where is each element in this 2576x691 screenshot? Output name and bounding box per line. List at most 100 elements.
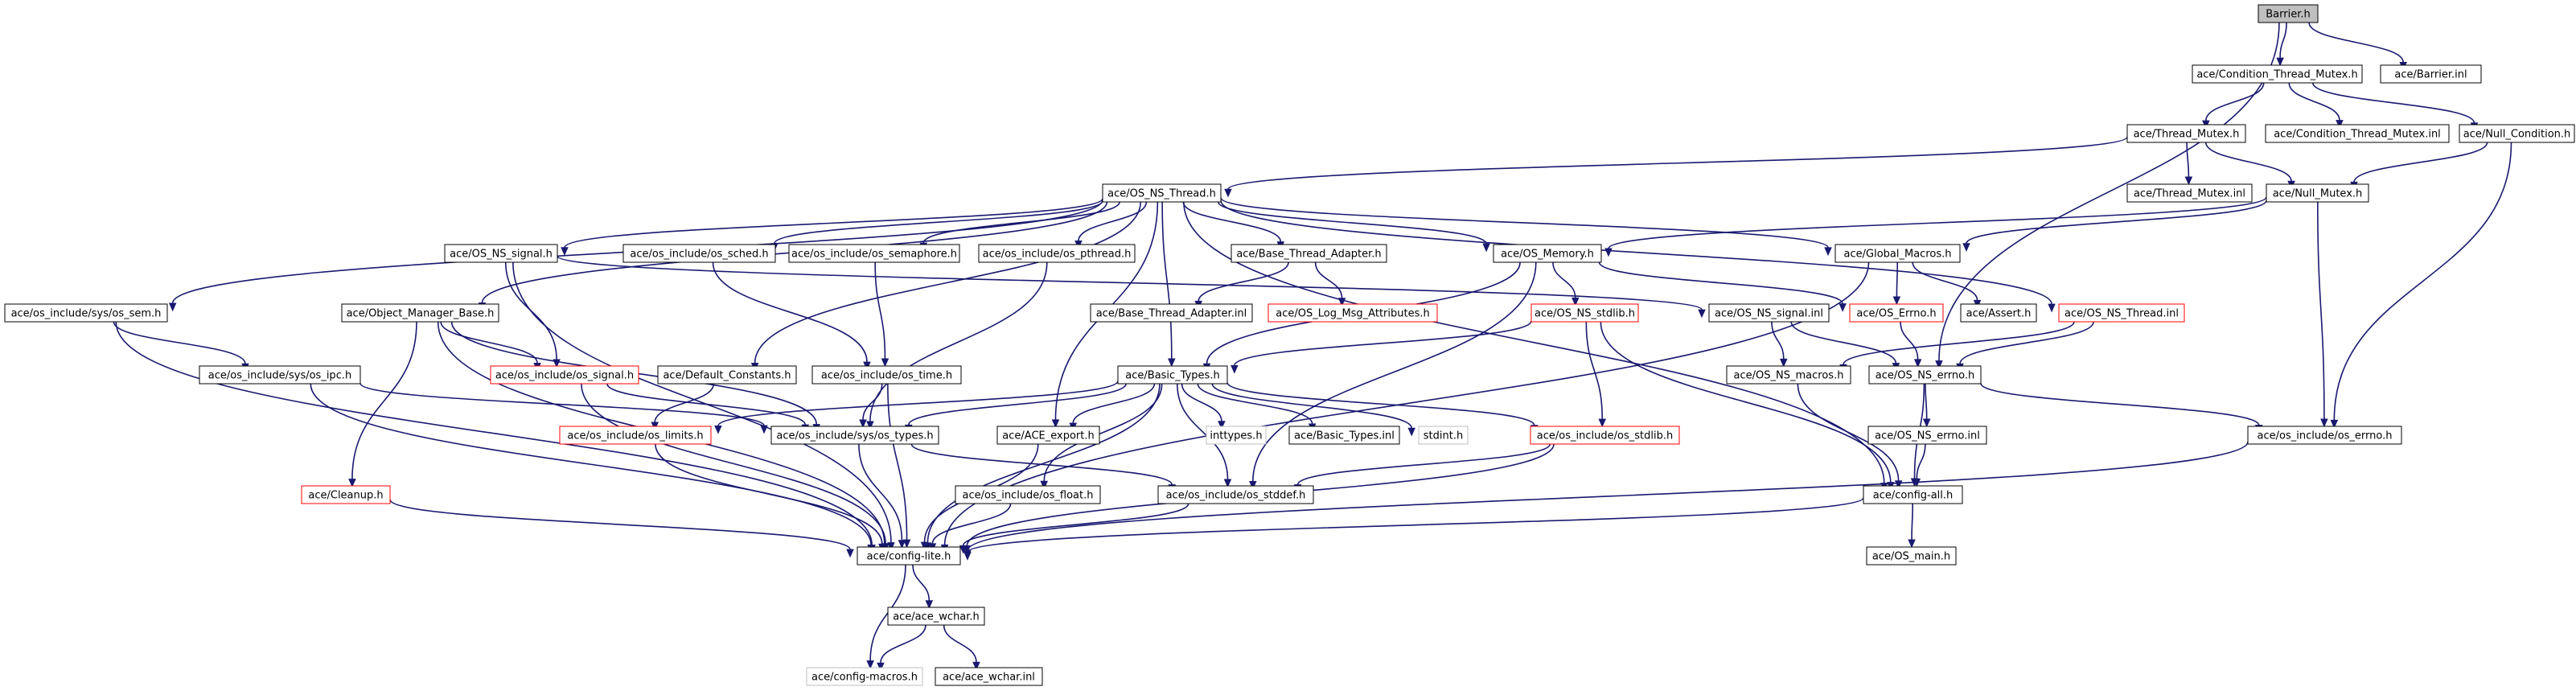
file-node-box [806, 667, 923, 686]
file-node-label: ace/Object_Manager_Base.h [347, 308, 495, 320]
file-node-cond-mutex-h[interactable]: ace/Condition_Thread_Mutex.h [2192, 64, 2363, 84]
file-node-sys-os-ipc-h[interactable]: ace/os_include/sys/os_ipc.h [199, 365, 361, 385]
dependency-edge-ace_wchar_h-to-ace_wchar_inl [943, 624, 980, 671]
file-node-global-macros-h[interactable]: ace/Global_Macros.h [1834, 244, 1961, 263]
file-node-box [978, 244, 1136, 263]
file-node-label: ace/os_include/os_limits.h [567, 430, 703, 442]
file-node-label: ace/Cleanup.h [308, 490, 383, 502]
dependency-edge-os_ns_signal_inl-to-os_ns_errno_h [1790, 321, 1900, 372]
dependency-edge-object_manager_base_h-to-cleanup_h [348, 321, 417, 487]
dependency-edge-config_all_h-to-os_main_h [1908, 503, 1916, 549]
file-node-label: ace/config-macros.h [811, 672, 918, 684]
file-node-label: ace/os_include/sys/os_types.h [776, 430, 933, 442]
file-node-os-ns-thread-inl[interactable]: ace/OS_NS_Thread.inl [2058, 303, 2185, 323]
file-node-os-ns-signal-h[interactable]: ace/OS_NS_signal.h [444, 244, 558, 263]
file-node-box [996, 426, 1100, 445]
file-node-label: ace/Barrier.inl [2394, 69, 2467, 81]
file-node-os-ns-errno-h[interactable]: ace/OS_NS_errno.h [1868, 365, 1982, 385]
file-node-null-mutex-h[interactable]: ace/Null_Mutex.h [2266, 183, 2369, 203]
file-node-os-ns-stdlib-h[interactable]: ace/OS_NS_stdlib.h [1530, 303, 1639, 323]
file-node-box [1834, 244, 1961, 263]
file-node-config-all-h[interactable]: ace/config-all.h [1863, 485, 1963, 504]
file-node-sys-os-sem-h[interactable]: ace/os_include/sys/os_sem.h [4, 303, 168, 323]
dependency-edge-os_ns_stdlib_h-to-basic_types_h [1230, 320, 1532, 374]
dependency-edge-sys_os_sem_h-to-sys_os_ipc_h [113, 321, 249, 372]
file-node-label: ace/os_include/os_pthread.h [983, 249, 1132, 261]
file-node-os-semaphore-h[interactable]: ace/os_include/os_semaphore.h [788, 244, 960, 263]
file-node-ace-export-h[interactable]: ace/ACE_export.h [996, 426, 1100, 445]
dependency-edge-os_memory_h-to-os_stddef_h [1249, 261, 1537, 490]
file-node-os-float-h[interactable]: ace/os_include/os_float.h [955, 485, 1101, 504]
file-node-label: ace/os_include/os_signal.h [495, 370, 634, 382]
file-node-config-lite-h[interactable]: ace/config-lite.h [857, 546, 961, 566]
file-node-os-ns-thread-h[interactable]: ace/OS_NS_Thread.h [1102, 183, 1222, 203]
file-node-os-time-h[interactable]: ace/os_include/os_time.h [811, 365, 962, 385]
file-node-os-pthread-h[interactable]: ace/os_include/os_pthread.h [978, 244, 1136, 263]
file-node-os-errno-inc-h[interactable]: ace/os_include/os_errno.h [2247, 426, 2402, 445]
file-node-box [2247, 426, 2402, 445]
file-node-os-memory-h[interactable]: ace/OS_Memory.h [1493, 244, 1602, 263]
file-node-base-thread-adapter-h[interactable]: ace/Base_Thread_Adapter.h [1230, 244, 1387, 263]
file-node-label: ace/Null_Mutex.h [2273, 188, 2363, 200]
dependency-edge-thread_mutex_h-to-null_mutex_h [2204, 142, 2295, 190]
file-node-default-constants-h[interactable]: ace/Default_Constants.h [657, 365, 797, 385]
file-node-label: ace/OS_NS_Thread.inl [2064, 308, 2179, 320]
file-node-box [1418, 426, 1469, 445]
file-node-label: ace/os_include/os_sched.h [630, 249, 768, 261]
file-node-box [2192, 64, 2363, 84]
file-node-os-log-msg-attributes-h[interactable]: ace/OS_Log_Msg_Attributes.h [1267, 303, 1438, 323]
file-node-thread-mutex-h[interactable]: ace/Thread_Mutex.h [2126, 124, 2246, 143]
dependency-edge-cond_mutex_h-to-cond_mutex_inl [2288, 82, 2344, 129]
file-node-cleanup-h[interactable]: ace/Cleanup.h [301, 485, 391, 504]
file-node-os-ns-signal-inl[interactable]: ace/OS_NS_signal.inl [1708, 303, 1830, 323]
file-node-box [1090, 303, 1253, 323]
file-node-ace-wchar-h[interactable]: ace/ace_wchar.h [887, 607, 985, 626]
dependency-edge-ace_wchar_h-to-config_macros_h [877, 624, 926, 672]
file-node-box [955, 485, 1101, 504]
file-node-thread-mutex-inl[interactable]: ace/Thread_Mutex.inl [2126, 183, 2253, 203]
file-node-os-main-h[interactable]: ace/OS_main.h [1866, 546, 1957, 566]
file-node-label: ace/ace_wchar.inl [943, 672, 1035, 684]
file-node-ace-wchar-inl[interactable]: ace/ace_wchar.inl [935, 667, 1043, 686]
file-node-os-ns-errno-inl[interactable]: ace/OS_NS_errno.inl [1867, 426, 1987, 445]
dependency-edge-sys_os_types_h-to-config_lite_h [858, 443, 906, 549]
file-node-box [1866, 546, 1957, 566]
file-node-box [559, 426, 712, 445]
dependency-edge-os_ns_thread_inl-to-os_ns_errno_h [1956, 321, 2094, 372]
file-node-label: ace/Condition_Thread_Mutex.h [2196, 69, 2357, 81]
file-node-basic-types-inl[interactable]: ace/Basic_Types.inl [1288, 426, 1400, 445]
file-node-label: ace/ACE_export.h [1002, 430, 1094, 442]
file-node-assert-h[interactable]: ace/Assert.h [1960, 303, 2037, 323]
file-node-base-thread-adapter-inl[interactable]: ace/Base_Thread_Adapter.inl [1090, 303, 1253, 323]
file-node-box [1530, 303, 1639, 323]
file-node-object-manager-base-h[interactable]: ace/Object_Manager_Base.h [341, 303, 499, 323]
file-node-sys-os-types-h[interactable]: ace/os_include/sys/os_types.h [770, 426, 939, 445]
file-node-os-sched-h[interactable]: ace/os_include/os_sched.h [622, 244, 776, 263]
file-node-box [1863, 485, 1963, 504]
file-node-label: ace/OS_NS_stdlib.h [1535, 308, 1635, 320]
dependency-edge-os_ns_thread_h-to-os_memory_h [1218, 201, 1490, 253]
file-node-barrier-inl[interactable]: ace/Barrier.inl [2380, 64, 2482, 84]
file-node-os-signal-h[interactable]: ace/os_include/os_signal.h [490, 365, 639, 385]
file-node-cond-mutex-inl[interactable]: ace/Condition_Thread_Mutex.inl [2265, 124, 2450, 143]
file-node-basic-types-h[interactable]: ace/Basic_Types.h [1117, 365, 1228, 385]
file-node-os-errno-h[interactable]: ace/OS_Errno.h [1849, 303, 1944, 323]
file-node-os-ns-macros-h[interactable]: ace/OS_NS_macros.h [1726, 365, 1851, 385]
file-node-box [2126, 183, 2253, 203]
dependency-edge-barrier_h-to-os_ns_errno_h [1935, 22, 2280, 369]
dependency-edge-object_manager_base_h-to-os_signal_h [440, 321, 541, 372]
dependency-edge-cond_mutex_h-to-thread_mutex_h [2202, 82, 2265, 130]
file-node-null-condition-h[interactable]: ace/Null_Condition.h [2459, 124, 2575, 143]
file-node-label: ace/OS_NS_errno.inl [1875, 430, 1980, 442]
file-node-box [444, 244, 558, 263]
file-node-box [1867, 426, 1987, 445]
file-node-label: ace/OS_Memory.h [1501, 249, 1594, 261]
file-node-os-stdlib-h[interactable]: ace/os_include/os_stdlib.h [1530, 426, 1680, 445]
file-node-barrier-h[interactable]: Barrier.h [2258, 4, 2319, 23]
file-node-os-limits-h[interactable]: ace/os_include/os_limits.h [559, 426, 712, 445]
file-node-box [1117, 365, 1228, 385]
file-node-os-stddef-h[interactable]: ace/os_include/os_stddef.h [1157, 485, 1314, 504]
dependency-edge-os_memory_h-to-os_errno_h [1598, 261, 1847, 312]
dependency-edge-cleanup_h-to-config_lite_h [389, 499, 854, 558]
